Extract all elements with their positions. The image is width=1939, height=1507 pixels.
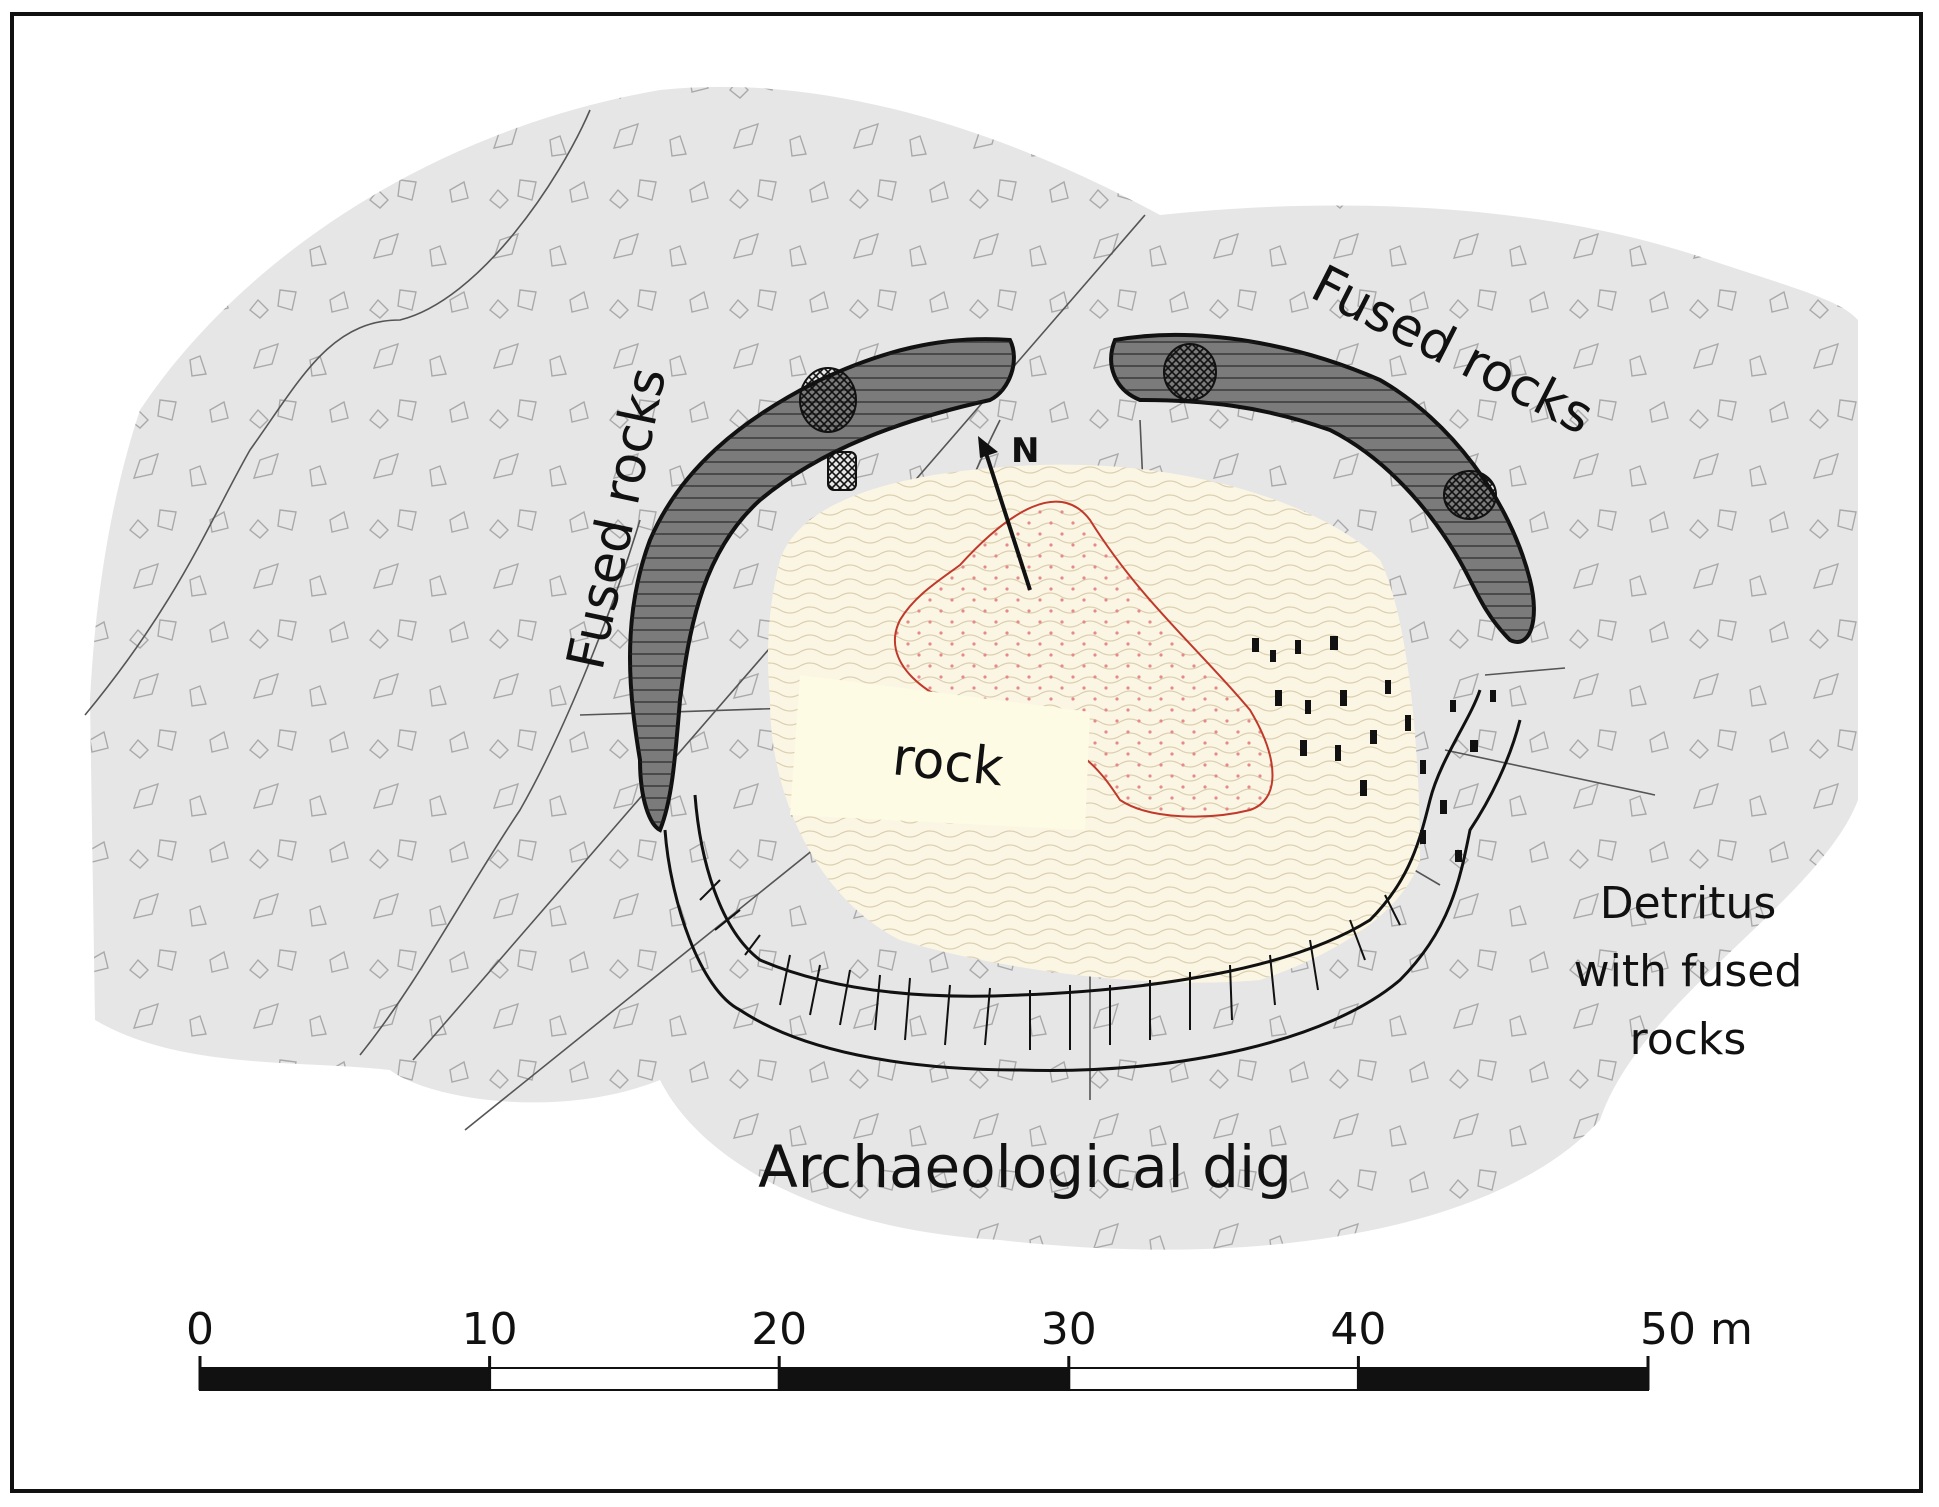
label-detritus-3: rocks	[1630, 1014, 1747, 1065]
red-dotted-zone	[894, 500, 1274, 818]
scale-bar-segment-3	[1067, 1367, 1360, 1391]
rampart-hachures	[699, 879, 1401, 1050]
label-archaeological-dig: Archaeological dig	[758, 1133, 1292, 1201]
scale-bar-segment-1	[488, 1367, 781, 1391]
label-detritus-1: Detritus	[1600, 878, 1777, 929]
rampart-hatched-left	[628, 337, 1016, 833]
scale-tick-label-3: 30	[1041, 1304, 1097, 1355]
label-rock: rock	[890, 727, 1006, 798]
scale-bar-segment-2	[778, 1367, 1070, 1391]
north-arrow: N	[978, 431, 1039, 591]
scale-bar-segment-0	[199, 1367, 491, 1391]
rampart-outline	[663, 689, 1522, 1072]
rock-outcrop	[790, 675, 1090, 830]
label-detritus-2: with fused	[1574, 946, 1803, 997]
scale-tick-label-0: 0	[186, 1304, 214, 1355]
scale-bar-segment-4	[1357, 1367, 1650, 1391]
detritus-scatter	[1252, 636, 1496, 862]
north-label: N	[1011, 431, 1039, 471]
scale-tick-label-5: 50 m	[1640, 1304, 1753, 1355]
scale-bar: 0 10 20 30 40 50 m	[186, 1304, 1753, 1391]
scale-tick-label-4: 40	[1330, 1304, 1386, 1355]
scale-tick-label-2: 20	[751, 1304, 807, 1355]
fused-rock-spots	[799, 343, 1497, 520]
scale-tick-label-1: 10	[462, 1304, 518, 1355]
